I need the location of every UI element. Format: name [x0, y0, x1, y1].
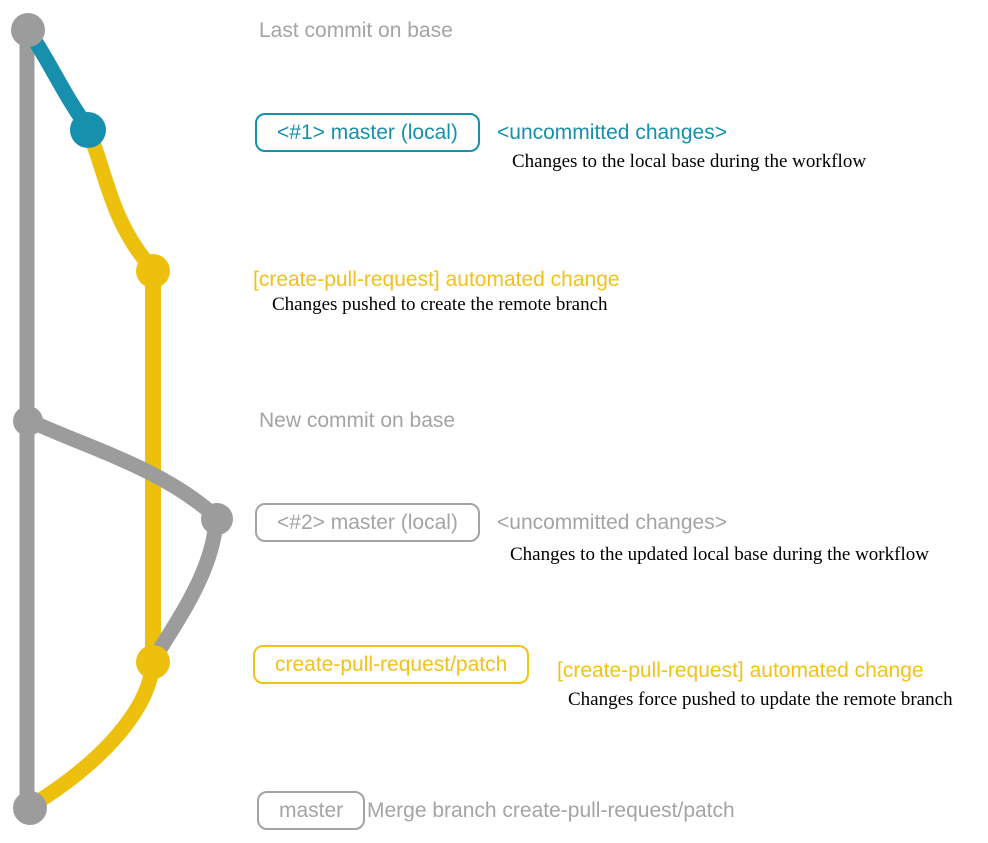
uncommitted-edge-2 [20, 412, 224, 525]
badge-master-local-2: <#2> master (local) [255, 503, 480, 542]
uncommitted-caption-1: Changes to the local base during the wor… [512, 151, 867, 172]
automated-change-heading-1: [create-pull-request] automated change [253, 268, 620, 291]
git-graph [11, 13, 233, 825]
uncommitted-heading-2: <uncommitted changes> [497, 511, 727, 534]
automated-change-heading-2: [create-pull-request] automated change [557, 659, 924, 682]
badge-master-local-1: <#1> master (local) [255, 113, 480, 152]
new-commit-label: New commit on base [259, 409, 456, 432]
commit-dot-new-base [13, 406, 43, 436]
commit-dot-uncommitted-2 [201, 503, 233, 535]
commit-dot-patch-2 [136, 645, 170, 679]
uncommitted-heading-1: <uncommitted changes> [497, 121, 727, 144]
commit-dot-uncommitted-1 [70, 112, 106, 148]
automated-change-caption-2: Changes force pushed to update the remot… [568, 689, 953, 710]
badge-master: master [257, 791, 366, 830]
merge-edge [23, 654, 161, 814]
commit-dot-last-base [11, 13, 45, 47]
badge-create-pull-request-patch: create-pull-request/patch [253, 645, 530, 684]
commit-dot-patch-1 [136, 254, 170, 288]
last-commit-label: Last commit on base [259, 19, 453, 42]
uncommitted-edge-1 [20, 22, 96, 136]
patch-edge-1 [80, 122, 159, 275]
merge-message-label: Merge branch create-pull-request/patch [367, 799, 735, 822]
automated-change-caption-1: Changes pushed to create the remote bran… [272, 294, 608, 315]
force-push-edge [146, 512, 224, 667]
uncommitted-caption-2: Changes to the updated local base during… [510, 544, 929, 565]
commit-dot-merge [13, 791, 47, 825]
